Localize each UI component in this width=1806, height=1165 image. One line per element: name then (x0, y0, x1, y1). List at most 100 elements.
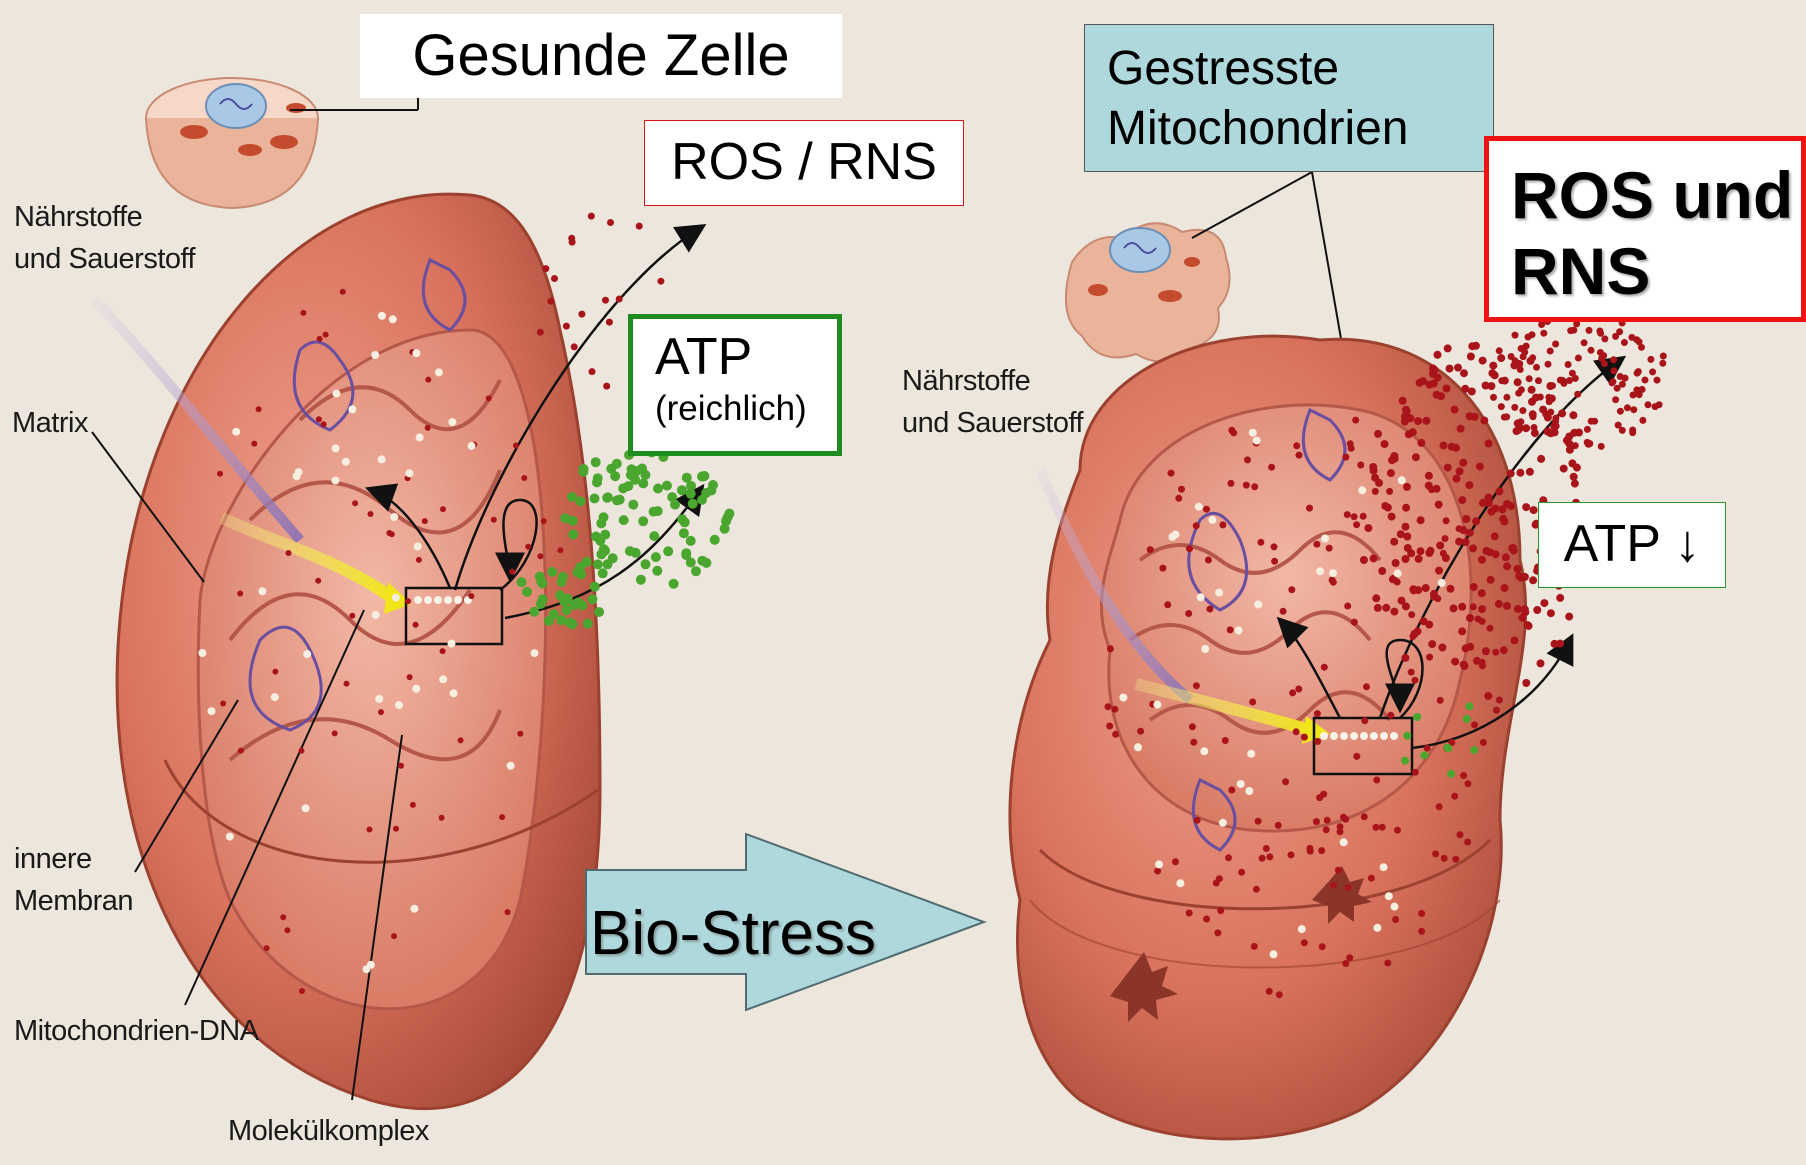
matrix-bead (416, 433, 424, 441)
ros-particle (284, 927, 290, 933)
atp-particle (1443, 744, 1451, 752)
ros-particle (1318, 847, 1325, 854)
ros-particle (1361, 813, 1368, 820)
ros-particle (1344, 511, 1351, 518)
ros-particle (1478, 589, 1486, 597)
ros-particle (1654, 377, 1661, 384)
matrix-bead (271, 693, 279, 701)
matrix-bead (1200, 747, 1208, 755)
ros-particle (1598, 443, 1605, 450)
atp-particle (608, 553, 618, 563)
ros-particle (1434, 595, 1441, 602)
ros-particle (657, 278, 664, 285)
ros-particle (1214, 929, 1221, 936)
ros-particle (513, 443, 519, 449)
ros-particle (1342, 454, 1349, 461)
ros-particle (1342, 960, 1349, 967)
ros-particle (1382, 604, 1390, 612)
ros-particle (1472, 517, 1480, 525)
ros-particle (1497, 354, 1505, 362)
ros-particle (1460, 661, 1468, 669)
atp-particle (558, 572, 568, 582)
atp-particle (720, 524, 730, 534)
ros-particle (1530, 506, 1538, 514)
ros-particle (505, 909, 511, 915)
ros-particle (378, 709, 384, 715)
ros-particle (1479, 618, 1486, 625)
atp-particle (681, 548, 691, 558)
matrix-bead (333, 390, 341, 398)
ros-particle (1406, 414, 1414, 422)
ros-particle (1467, 353, 1475, 361)
matrix-bead (1201, 645, 1209, 653)
ros-particle (300, 310, 306, 316)
ros-particle (352, 500, 358, 506)
ros-particle (1514, 565, 1522, 573)
ros-particle (1386, 488, 1393, 495)
ros-particle (578, 311, 585, 318)
ros-particle (1402, 602, 1410, 610)
ros-particle (468, 593, 474, 599)
ros-particle (1453, 475, 1461, 483)
matrix-bead (392, 594, 400, 602)
ros-particle (1570, 430, 1577, 437)
ros-particle (1436, 803, 1443, 810)
ros-particle (1414, 417, 1422, 425)
atp-rich-main: ATP (655, 325, 837, 389)
ros-particle (1342, 816, 1349, 823)
ros-particle (1213, 880, 1220, 887)
ros-particle (1384, 960, 1391, 967)
ros-particle (1185, 610, 1192, 617)
ros-particle (1517, 574, 1525, 582)
ros-particle (517, 731, 523, 737)
ros-particle (1491, 532, 1499, 540)
ros-particle (1517, 418, 1524, 425)
ros-particle (1462, 538, 1470, 546)
ros-particle (1495, 600, 1503, 608)
matrix-bead (1270, 950, 1278, 958)
ros-particle (1507, 470, 1515, 478)
atp-particle (651, 552, 661, 562)
ros-particle (1206, 606, 1213, 613)
ros-particle (1465, 780, 1472, 787)
ros-particle (1528, 386, 1536, 394)
atp-particle (636, 575, 646, 585)
healthy-cell-title: Gesunde Zelle (360, 14, 842, 98)
atp-particle (686, 536, 696, 546)
ros-particle (1556, 594, 1564, 602)
ros-particle (1529, 576, 1537, 584)
ros-particle (1364, 524, 1372, 532)
ros-particle (1244, 456, 1251, 463)
ros-particle (1313, 541, 1320, 548)
ros-particle (1428, 640, 1436, 648)
ros-particle (1373, 824, 1380, 831)
ros-particle (1320, 791, 1327, 798)
ros-particle (1517, 425, 1524, 432)
matrix-bead (1340, 838, 1348, 846)
ros-particle (1549, 382, 1556, 389)
ros-particle (416, 557, 422, 563)
ros-particle (1446, 365, 1454, 373)
matrix-bead (1208, 516, 1216, 524)
ros-particle (1417, 439, 1425, 447)
ros-particle (1175, 495, 1182, 502)
label-naehrstoffe-left-line1: Nährstoffe (14, 196, 195, 238)
ros-particle (407, 674, 413, 680)
ros-particle (1615, 422, 1622, 429)
ros-particle (1168, 470, 1175, 477)
ros-particle (486, 395, 492, 401)
matrix-bead (448, 418, 456, 426)
ros-particle (1570, 473, 1578, 481)
ros-particle (1397, 530, 1405, 538)
ros-particle (1401, 654, 1409, 662)
ros-particle (1459, 459, 1467, 467)
bio-stress-label: Bio-Stress (590, 898, 876, 969)
ros-particle (1499, 505, 1507, 513)
ros-particle (1588, 418, 1595, 425)
ros-particle (1574, 391, 1581, 398)
ros-particle (1471, 721, 1478, 728)
atp-particle (677, 485, 687, 495)
matrix-bead (1254, 601, 1262, 609)
ros-particle (1649, 368, 1656, 375)
atp-particle (538, 594, 548, 604)
